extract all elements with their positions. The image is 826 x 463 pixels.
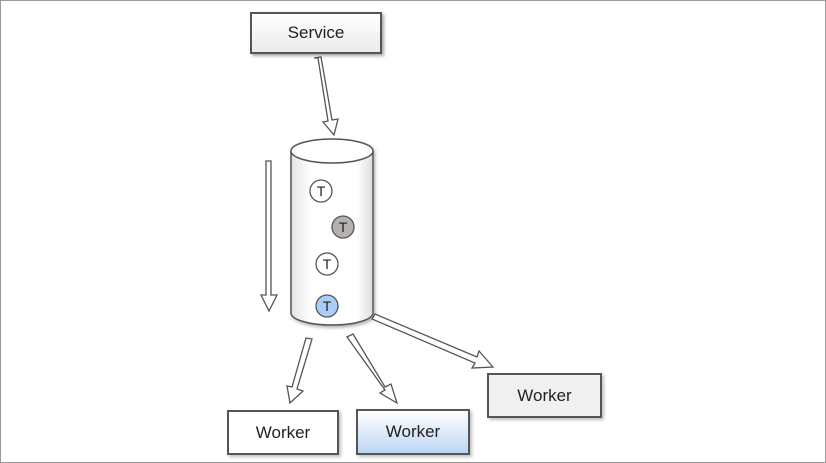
token-label: T [317,183,326,199]
arrow-queue-to-worker-middle [346,333,399,405]
flow-direction-arrow [259,160,279,313]
worker-box-right: Worker [487,373,602,418]
token-circle [331,215,355,239]
worker-label: Worker [385,422,441,441]
token-circle [315,294,339,318]
token-1: T [309,179,333,203]
token-3: T [315,252,339,276]
arrow-service-to-queue [313,56,339,137]
token-4: T [315,294,339,318]
token-label: T [323,298,332,314]
service-label: Service [287,23,345,42]
worker-label: Worker [255,422,311,442]
service-box: Service [250,12,382,54]
token-label: T [339,219,348,235]
token-2: T [331,215,355,239]
worker-box-middle: Worker [356,409,470,455]
arrow-queue-to-worker-left [286,337,313,405]
token-circle [309,179,333,203]
worker-box-left: Worker [227,410,339,455]
arrow-queue-to-worker-right [371,313,495,369]
token-circle [315,252,339,276]
worker-label: Worker [517,385,572,405]
token-label: T [323,256,332,272]
